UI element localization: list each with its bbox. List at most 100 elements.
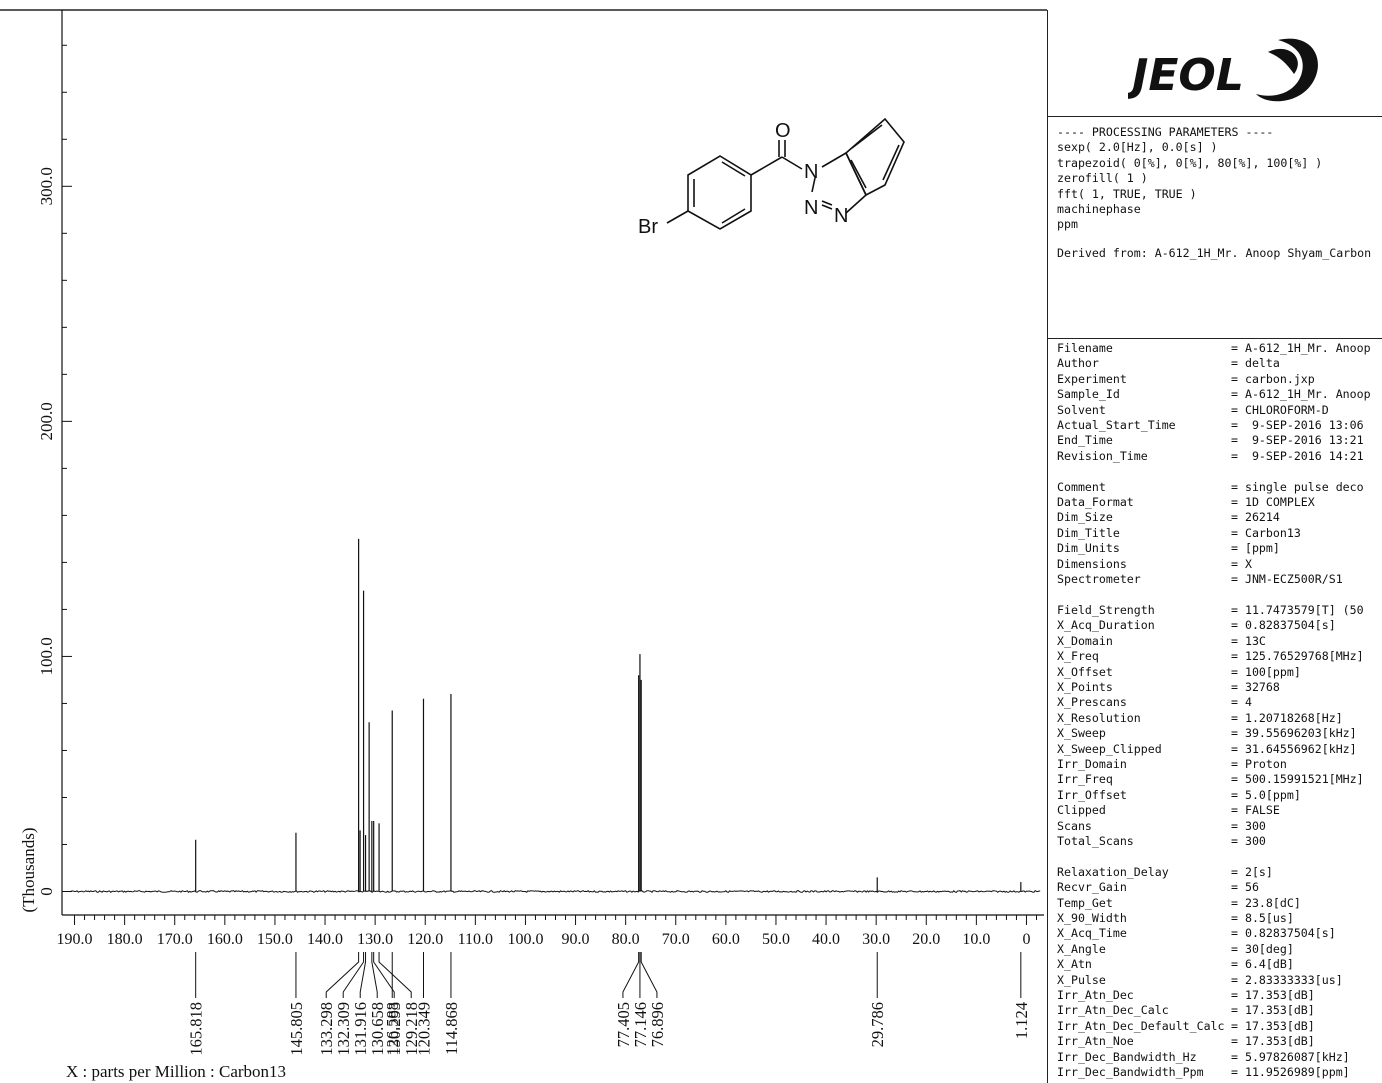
- x-axis-label: X : parts per Million : Carbon13: [66, 1062, 286, 1081]
- parameter-panel: JEOL ---- PROCESSING PARAMETERS ----sexp…: [1047, 10, 1382, 1083]
- param-name: Irr_Atn_Noe: [1057, 1034, 1134, 1049]
- processing-line: sexp( 2.0[Hz], 0.0[s] ): [1057, 140, 1218, 155]
- param-row: Experiment = carbon.jxp: [1057, 372, 1371, 387]
- y-axis-label: (Thousands): [19, 828, 38, 913]
- param-value: = 5.97826087[kHz]: [1231, 1049, 1350, 1064]
- param-value: = 0.82837504[s]: [1231, 926, 1336, 941]
- peak-label: 114.868: [442, 1002, 461, 1055]
- param-value: = 4: [1231, 695, 1252, 710]
- param-value: = 26214: [1231, 510, 1280, 525]
- x-tick-label: 90.0: [562, 931, 590, 948]
- param-name: Irr_Offset: [1057, 787, 1127, 802]
- x-tick-label: 70.0: [662, 931, 690, 948]
- c-br-bond: [666, 210, 689, 224]
- param-row: Spectrometer= JNM-ECZ500R/S1: [1057, 572, 1371, 587]
- param-value: = delta: [1231, 356, 1280, 371]
- peak-leader-line: [359, 952, 367, 998]
- atom-nitrogen-1: N: [804, 161, 818, 183]
- param-name: X_Offset: [1057, 664, 1113, 679]
- param-row: Irr_Dec_Bandwidth_Ppm= 11.9526989[ppm]: [1057, 1065, 1371, 1080]
- bromophenyl-ring: [687, 155, 752, 230]
- jeol-logo: JEOL: [1128, 38, 1318, 102]
- param-value: = 17.353[dB]: [1231, 1034, 1315, 1049]
- param-name: Experiment: [1057, 371, 1127, 386]
- param-value: = 39.55696203[kHz]: [1231, 726, 1357, 741]
- param-row: X_Angle= 30[deg]: [1057, 942, 1371, 957]
- param-value: = 17.353[dB]: [1231, 988, 1315, 1003]
- param-row: Recvr_Gain= 56: [1057, 880, 1371, 895]
- param-row: Dim_Title = Carbon13: [1057, 526, 1371, 541]
- param-row: Actual_Start_Time= 9-SEP-2016 13:06: [1057, 418, 1371, 433]
- param-row: End_Time= 9-SEP-2016 13:21: [1057, 433, 1371, 448]
- param-name: X_Prescans: [1057, 695, 1127, 710]
- atom-nitrogen-3: N: [834, 205, 848, 227]
- peak-leader-line: [371, 952, 378, 998]
- peak-leader-line: [640, 952, 658, 998]
- param-row: Revision_Time= 9-SEP-2016 14:21: [1057, 449, 1371, 464]
- param-value: = Proton: [1231, 756, 1287, 771]
- param-name: Irr_Atn_Dec_Calc: [1057, 1003, 1169, 1018]
- x-tick-label: 50.0: [762, 931, 790, 948]
- param-name: Irr_Dec_Bandwidth_Hz: [1057, 1049, 1197, 1064]
- benzo-ring: [845, 117, 905, 197]
- param-row: Irr_Freq= 500.15991521[MHz]: [1057, 772, 1371, 787]
- param-name: Solvent: [1057, 402, 1106, 417]
- panel-separator-top: [1048, 116, 1382, 117]
- peak-label: 126.588: [383, 1002, 402, 1056]
- peak-label: 130.293: [385, 1002, 404, 1056]
- atom-nitrogen-2: N: [804, 197, 818, 219]
- param-value: = 13C: [1231, 633, 1266, 648]
- x-tick-label: 110.0: [458, 931, 493, 948]
- param-name: X_Domain: [1057, 633, 1113, 648]
- param-name: Dim_Title: [1057, 525, 1120, 540]
- param-value: = 5.0[ppm]: [1231, 787, 1301, 802]
- processing-line: ---- PROCESSING PARAMETERS ----: [1057, 125, 1274, 139]
- peak-leader-line: [325, 952, 360, 998]
- param-value: = A-612_1H_Mr. Anoop: [1231, 341, 1371, 355]
- y-tick-label: 200.0: [37, 402, 56, 440]
- param-name: X_Acq_Duration: [1057, 618, 1155, 633]
- param-row: Data_Format= 1D COMPLEX: [1057, 495, 1371, 510]
- x-tick-label: 60.0: [712, 931, 740, 948]
- param-value: = X: [1231, 556, 1252, 571]
- param-row: X_Sweep_Clipped= 31.64556962[kHz]: [1057, 742, 1371, 757]
- x-tick-label: 180.0: [107, 931, 143, 948]
- param-row: X_Prescans = 4: [1057, 695, 1371, 710]
- param-name: Irr_Atn_Dec: [1057, 988, 1134, 1003]
- param-value: = A-612_1H_Mr. Anoop: [1231, 387, 1371, 402]
- chemical-structure: [666, 117, 905, 230]
- x-tick-label: 30.0: [862, 931, 890, 948]
- peak-leader-line: [378, 952, 412, 998]
- param-name: X_Pulse: [1057, 972, 1106, 987]
- param-value: = JNM-ECZ500R/S1: [1231, 572, 1343, 587]
- param-row: Irr_Atn_Noe = 17.353[dB]: [1057, 1034, 1371, 1049]
- aryl-carbonyl-bond: [750, 156, 783, 176]
- param-name: Scans: [1057, 818, 1092, 833]
- jeol-logo-text: JEOL: [1128, 50, 1244, 101]
- param-row: X_Pulse= 2.83333333[us]: [1057, 973, 1371, 988]
- jeol-swoosh-icon: [1256, 38, 1318, 102]
- param-value: = Carbon13: [1231, 525, 1301, 540]
- peak-label: 130.658: [368, 1002, 387, 1056]
- param-value: = carbon.jxp: [1231, 371, 1315, 386]
- param-row: X_Acq_Duration= 0.82837504[s]: [1057, 618, 1371, 633]
- param-row: Irr_Dec_Bandwidth_Hz = 5.97826087[kHz]: [1057, 1050, 1371, 1065]
- param-row: Sample_Id= A-612_1H_Mr. Anoop: [1057, 387, 1371, 402]
- param-row: Dim_Size= 26214: [1057, 510, 1371, 525]
- param-row: Author= delta: [1057, 356, 1371, 371]
- param-row: Solvent= CHLOROFORM-D: [1057, 403, 1371, 418]
- param-name: Irr_Dec_Bandwidth_Ppm: [1057, 1065, 1204, 1080]
- processing-line: trapezoid( 0[%], 0[%], 80[%], 100[%] ): [1057, 155, 1323, 170]
- param-value: = 11.7473579[T] (50: [1231, 602, 1364, 617]
- y-tick-label: 0: [37, 887, 56, 896]
- param-row: X_90_Width= 8.5[us]: [1057, 911, 1371, 926]
- x-tick-label: 0: [1022, 931, 1030, 948]
- param-row: Dim_Units= [ppm]: [1057, 541, 1371, 556]
- peak-label: 145.805: [287, 1002, 306, 1056]
- param-value: = 300: [1231, 818, 1266, 833]
